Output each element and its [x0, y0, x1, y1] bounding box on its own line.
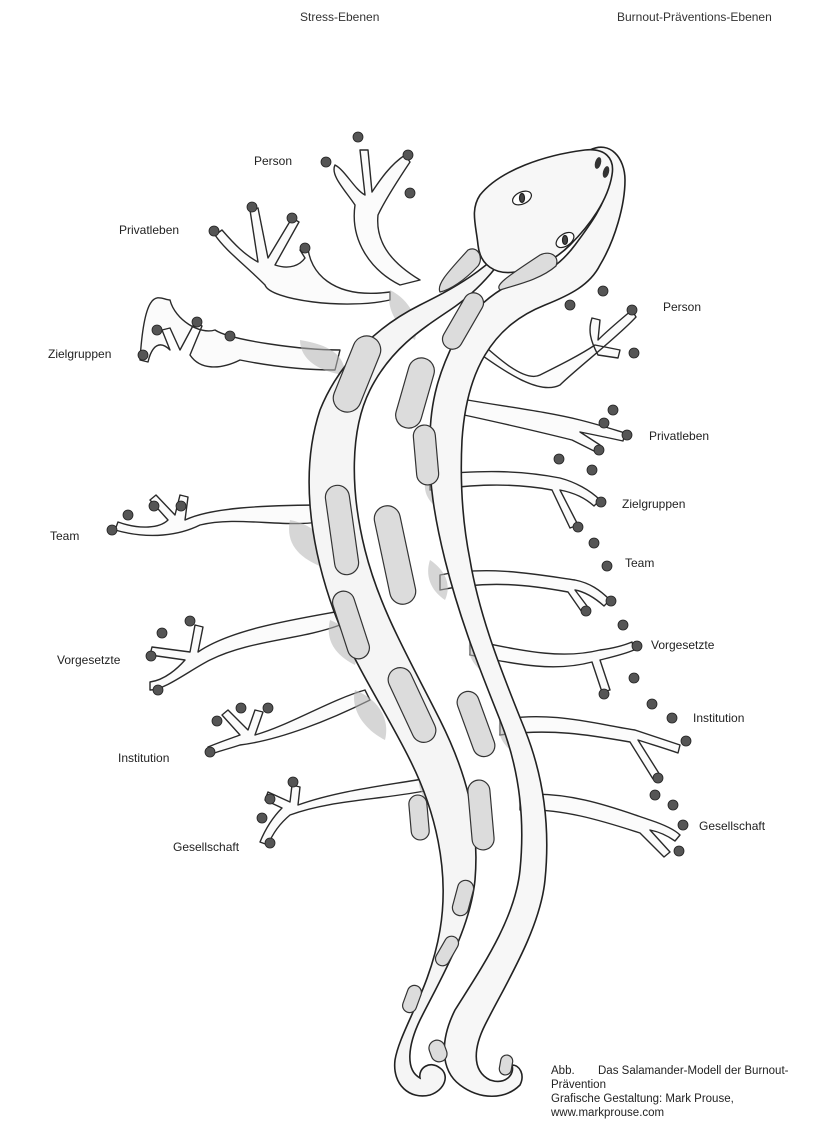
stress-label-institution: Institution	[118, 751, 169, 765]
prevention-label-privatleben: Privatleben	[649, 429, 709, 443]
stress-label-zielgruppen: Zielgruppen	[48, 347, 111, 361]
prevention-label-institution: Institution	[693, 711, 744, 725]
leg-left-vorgesetzte	[150, 612, 340, 690]
caption-prefix: Abb.	[551, 1064, 598, 1078]
prevention-label-team: Team	[625, 556, 654, 570]
leg-left-institution	[208, 690, 370, 755]
leg-left-person	[334, 150, 420, 285]
stress-label-team: Team	[50, 529, 79, 543]
stress-label-vorgesetzte: Vorgesetzte	[57, 653, 120, 667]
caption-credit: Grafische Gestaltung: Mark Prouse,	[551, 1093, 734, 1105]
stress-label-gesellschaft: Gesellschaft	[173, 840, 239, 854]
leg-left-gesellschaft	[260, 778, 430, 845]
prevention-label-gesellschaft: Gesellschaft	[699, 819, 765, 833]
prevention-label-zielgruppen: Zielgruppen	[622, 497, 685, 511]
left-legs	[115, 150, 430, 845]
prevention-label-vorgesetzte: Vorgesetzte	[651, 638, 714, 652]
figure-caption: Abb.Das Salamander-Modell der Burnout-Pr…	[551, 1064, 837, 1120]
caption-url: www.markprouse.com	[551, 1107, 664, 1119]
stress-label-privatleben: Privatleben	[119, 223, 179, 237]
prevention-label-person: Person	[663, 300, 701, 314]
stress-label-person: Person	[254, 154, 292, 168]
leg-right-privatleben	[440, 395, 625, 452]
